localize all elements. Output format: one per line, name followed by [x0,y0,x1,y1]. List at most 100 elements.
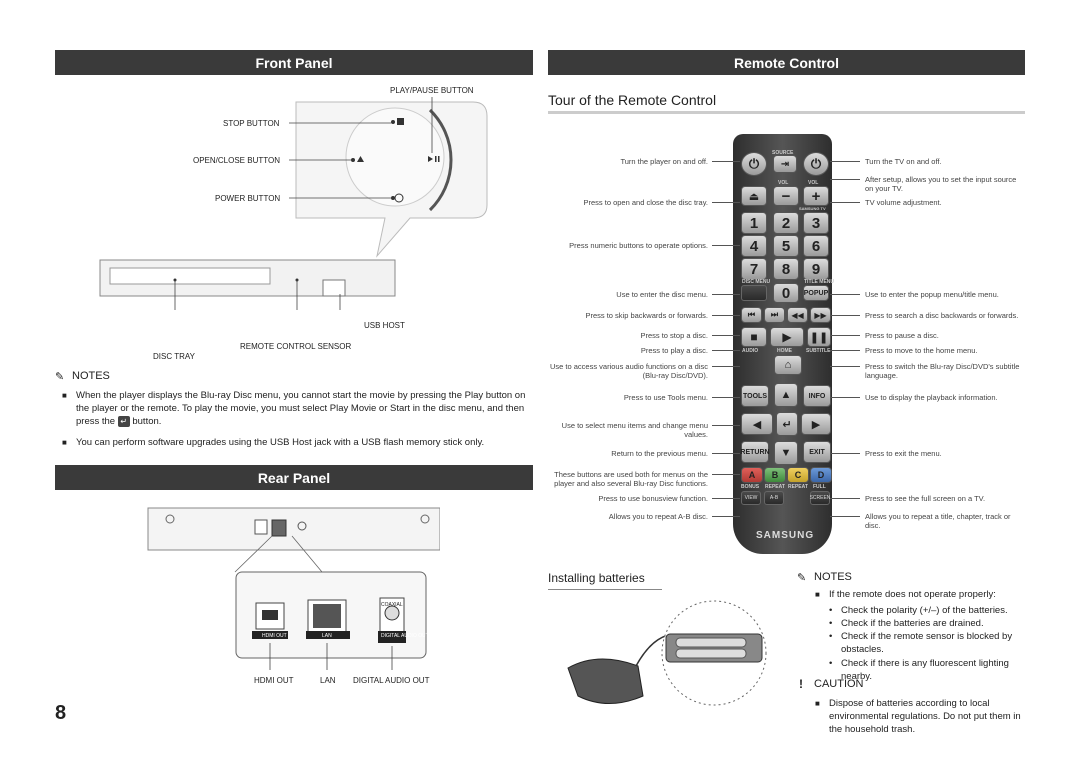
number-button-6[interactable]: 6 [803,235,829,257]
number-button-2[interactable]: 2 [773,212,799,234]
desc-repeat-ab: Allows you to repeat A-B disc. [608,512,708,521]
number-button-5[interactable]: 5 [773,235,799,257]
tour-rule [548,111,1025,114]
label-stop-button: STOP BUTTON [223,119,280,128]
title-menu-label: TITLE MENU [804,279,834,285]
enter-button[interactable]: ↵ [776,412,798,436]
desc-audio: Use to access various audio functions on… [549,362,708,380]
source-label: SOURCE [772,150,794,156]
desc-tools: Press to use Tools menu. [623,393,708,402]
page-number: 8 [55,702,67,724]
skip-back-button[interactable]: ⏮ [741,307,762,323]
tour-title: Tour of the Remote Control [548,92,717,108]
desc-search: Press to search a disc backwards or forw… [865,311,1019,320]
disc-menu-label: DISC MENU [742,279,771,285]
stop-button[interactable]: ■ [741,327,767,347]
vol-label: VOL [808,180,819,186]
notes-title: NOTES [72,370,110,382]
label-hdmi-small: HDMI OUT [262,633,287,639]
eject-button[interactable]: ⏏ [741,186,767,206]
desc-info: Use to display the playback information. [865,393,998,402]
search-back-button[interactable]: ◀◀ [787,307,808,323]
down-arrow-button[interactable]: ▼ [774,441,798,465]
home-label: HOME [777,348,792,354]
c-button[interactable]: C [787,467,809,483]
remote-note-intro: ■ If the remote does not operate properl… [815,589,996,600]
label-lan-small: LAN [322,633,332,639]
desc-home: Press to move to the home menu. [865,346,978,355]
samsung-logo: SAMSUNG [756,530,815,541]
label-disc-tray: DISC TRAY [153,352,195,361]
label-open-close-button: OPEN/CLOSE BUTTON [193,156,280,165]
vol-label: VOL [778,180,789,186]
desc-pause: Press to pause a disc. [865,331,939,340]
a-button[interactable]: A [741,467,763,483]
left-arrow-button[interactable]: ◀ [741,413,773,435]
rear-panel-illustration [147,507,440,670]
note-item: ■ When the player displays the Blu-ray D… [62,390,526,427]
front-panel-illustration [99,97,488,310]
desc-eject: Press to open and close the disc tray. [583,198,708,207]
remote-note-item: •Check if the batteries are drained. [829,618,984,629]
skip-forward-button[interactable]: ⏭ [764,307,785,323]
player-power-button[interactable]: ⏻ [741,152,767,176]
installing-rule [548,589,662,590]
number-button-8[interactable]: 8 [773,258,799,280]
pause-button[interactable]: ❚❚ [807,327,831,347]
desc-arrows: Use to select menu items and change menu… [561,421,708,439]
label-play-pause-button: PLAY/PAUSE BUTTON [390,86,474,95]
samsung-tv-label: SAMSUNG TV [799,206,826,211]
up-arrow-button[interactable]: ▲ [774,383,798,407]
number-button-1[interactable]: 1 [741,212,767,234]
number-button-0[interactable]: 0 [773,283,799,303]
installing-batteries-title: Installing batteries [548,571,645,585]
full-label: FULL [813,484,826,490]
notes-icon: ✎ [797,572,807,584]
battery-illustration [567,600,767,706]
desc-popup: Use to enter the popup menu/title menu. [865,290,999,299]
source-button[interactable]: ⇥ [773,155,797,173]
vol-up-button[interactable]: + [803,186,829,206]
info-button[interactable]: INFO [803,385,831,407]
desc-color-buttons: These buttons are used both for menus on… [554,470,708,488]
label-usb-host: USB HOST [364,321,405,330]
desc-tv-volume: TV volume adjustment. [865,198,942,207]
desc-tv-power: Turn the TV on and off. [865,157,942,166]
remote-note-item: •Check if the remote sensor is blocked b… [829,631,1013,655]
caution-title: CAUTION [814,678,864,690]
view-button[interactable]: VIEW [741,491,761,505]
label-power-button: POWER BUTTON [215,194,281,203]
desc-play: Press to play a disc. [640,346,708,355]
ab-button[interactable]: A-B [764,491,784,505]
screen-button[interactable]: SCREEN [810,491,830,505]
return-button[interactable]: RETURN [740,441,770,463]
front-panel-header: Front Panel [55,50,533,75]
number-button-3[interactable]: 3 [803,212,829,234]
exit-button[interactable]: EXIT [803,441,831,463]
b-button[interactable]: B [764,467,786,483]
disc-menu-button[interactable] [741,285,767,301]
desc-numeric: Press numeric buttons to operate options… [569,241,708,250]
tools-button[interactable]: TOOLS [741,385,769,407]
tv-power-button[interactable]: ⏻ [803,152,829,176]
desc-repeat: Allows you to repeat a title, chapter, t… [865,512,1011,530]
repeat-label: REPEAT [788,484,808,490]
right-arrow-button[interactable]: ▶ [801,413,831,435]
number-button-7[interactable]: 7 [741,258,767,280]
popup-button[interactable]: POPUP [803,285,829,301]
remote-notes-title: NOTES [814,571,852,583]
play-button[interactable]: ▶ [770,327,804,347]
d-button[interactable]: D [810,467,832,483]
number-button-4[interactable]: 4 [741,235,767,257]
search-forward-button[interactable]: ▶▶ [810,307,831,323]
audio-label: AUDIO [742,348,759,354]
desc-full-screen: Press to see the full screen on a TV. [865,494,986,503]
desc-exit: Press to exit the menu. [865,449,942,458]
label-digital-audio-out: DIGITAL AUDIO OUT [353,676,430,685]
return-key-icon: ↵ [117,416,130,427]
vol-down-button[interactable]: − [773,186,799,206]
number-button-9[interactable]: 9 [803,258,829,280]
label-hdmi-out: HDMI OUT [254,676,294,685]
home-button[interactable]: ⌂ [774,355,802,375]
remote-note-item: •Check the polarity (+/–) of the batteri… [829,605,1008,616]
